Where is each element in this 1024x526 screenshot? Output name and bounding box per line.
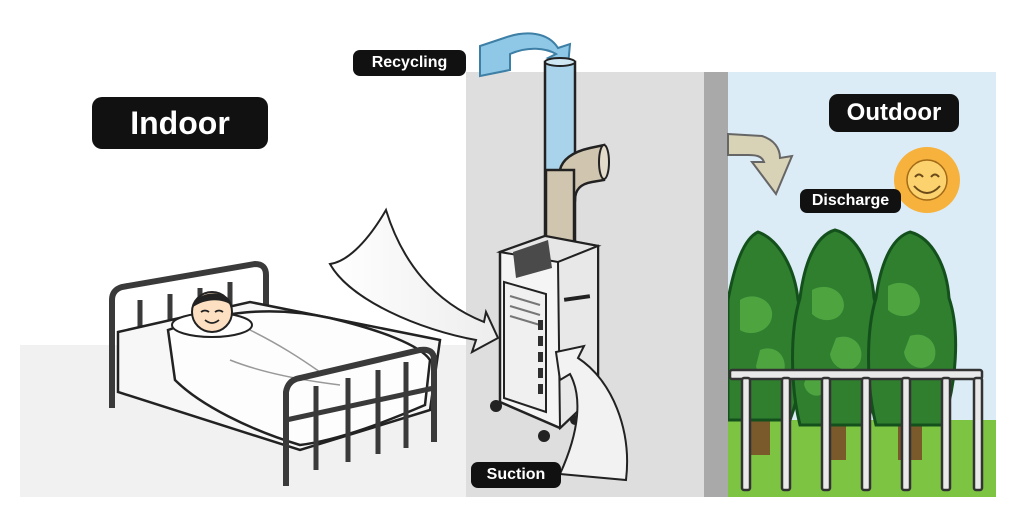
airflow-arrow-icon <box>727 132 794 196</box>
wall-edge <box>704 72 728 497</box>
outdoor-label: Outdoor <box>829 94 959 132</box>
discharge-label: Discharge <box>800 189 901 213</box>
fence-icon <box>728 368 984 492</box>
outdoor-scene <box>728 72 996 497</box>
bed-icon <box>109 260 442 486</box>
airflow-arrow-icon <box>328 207 500 355</box>
smiling-sun-icon <box>894 147 960 213</box>
recycling-label: Recycling <box>353 50 466 76</box>
suction-label: Suction <box>471 462 561 488</box>
indoor-label: Indoor <box>92 97 268 149</box>
airflow-arrow-icon <box>479 32 572 78</box>
airflow-arrow-icon <box>554 344 628 482</box>
sleeping-person-icon <box>171 291 253 338</box>
